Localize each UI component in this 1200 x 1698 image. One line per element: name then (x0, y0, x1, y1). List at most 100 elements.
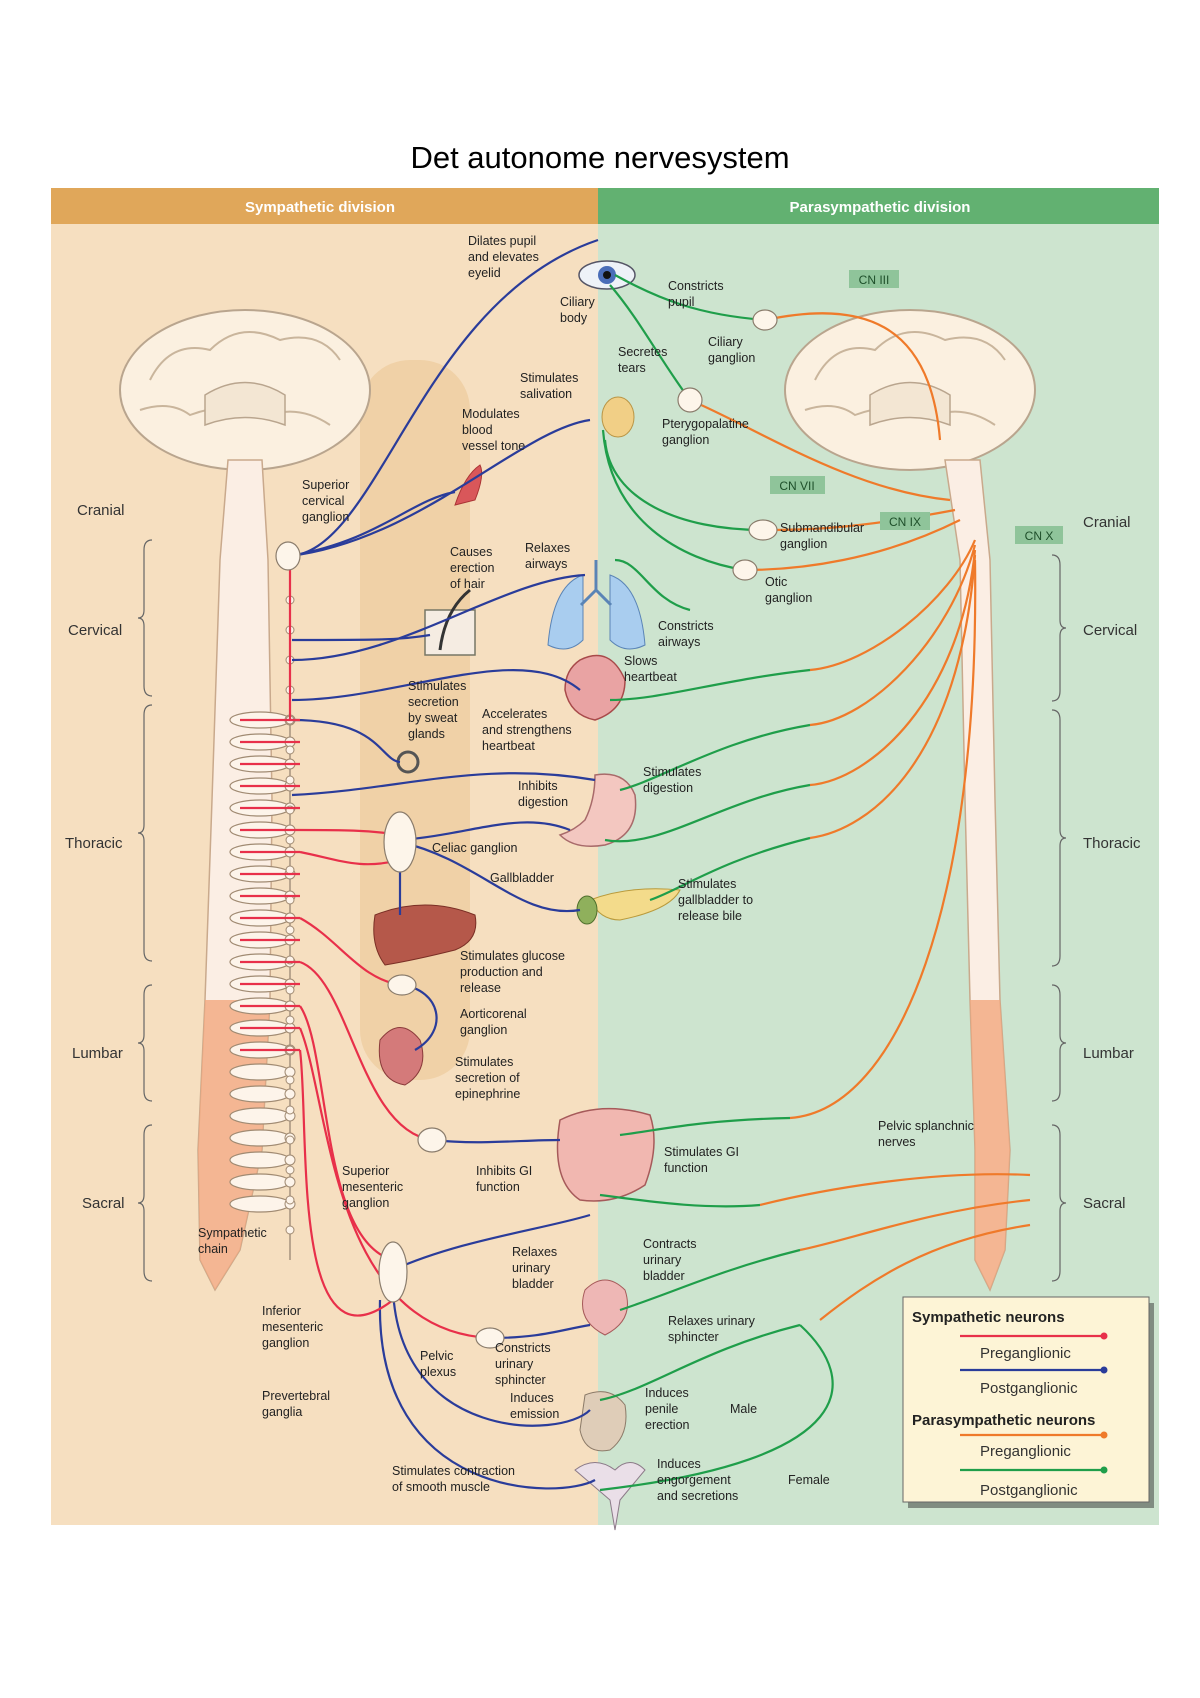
para-postganglionic-7 (619, 723, 811, 792)
region-left-lumbar: Lumbar (72, 1045, 123, 1062)
eye-icon (578, 260, 636, 290)
para-preganglionic-9 (789, 559, 977, 1120)
label-celiac-ganglion: Celiac ganglion (432, 841, 518, 855)
cn-ix-tag: CN IX (889, 515, 921, 529)
region-right-lumbar: Lumbar (1083, 1045, 1134, 1062)
sym-postganglionic-6 (291, 669, 581, 702)
sym-postganglionic-17 (378, 1299, 596, 1490)
pterygopalatine-ganglion (677, 387, 703, 413)
para-postganglionic-1 (614, 274, 766, 322)
superior-mesenteric-ganglion (417, 1127, 447, 1153)
region-left-cervical: Cervical (68, 622, 122, 639)
cn-iii-tag: CN III (859, 273, 890, 287)
left-brain (119, 309, 371, 471)
effector-shading (360, 360, 470, 1080)
para-preganglionic-7 (809, 549, 977, 787)
right-spinal-cord-sacral (970, 1000, 1010, 1290)
sym-postganglionic-1 (289, 238, 599, 558)
cn-vii-tag: CN VII (779, 479, 814, 493)
inferior-mesenteric-ganglion (378, 1241, 408, 1303)
parasympathetic-header: Parasympathetic division (790, 199, 971, 216)
male-reproductive-icon (579, 1391, 627, 1452)
sym-postganglionic-15 (489, 1323, 591, 1340)
para-preganglionic-5 (809, 539, 977, 672)
para-postganglionic-11 (599, 1193, 761, 1208)
sympathetic-header: Sympathetic division (245, 199, 395, 216)
sym-postganglionic-7 (291, 718, 401, 764)
female-reproductive-icon (574, 1462, 646, 1531)
stomach-icon (558, 773, 637, 847)
para-postganglionic-5 (614, 558, 691, 612)
cranial-nerve-tags: CN III CN VII CN IX CN X (770, 270, 1063, 544)
aorticorenal-ganglion (387, 974, 417, 996)
label-male: Male (730, 1402, 757, 1416)
submandibular-ganglion (748, 519, 778, 541)
region-left-thoracic: Thoracic (65, 835, 123, 852)
celiac-ganglion (383, 811, 417, 873)
para-preganglionic-12 (819, 1223, 1031, 1321)
sym-postganglionic-3 (289, 490, 456, 558)
para-postganglionic-13 (599, 1323, 801, 1402)
sym-postganglionic-4 (291, 633, 431, 642)
para-postganglionic-14 (599, 1324, 834, 1492)
sym-postganglionic-8 (291, 772, 596, 797)
para-postganglionic-3 (603, 439, 764, 532)
superior-cervical-ganglion (275, 541, 301, 571)
para-postganglionic-2 (609, 284, 691, 401)
label-female: Female (788, 1473, 830, 1487)
sym-preganglionic-22 (299, 1005, 394, 1262)
legend-sym-post-label: Postganglionic (980, 1380, 1078, 1397)
region-right-cervical: Cervical (1083, 622, 1137, 639)
organs (373, 260, 681, 1531)
legend: Sympathetic neurons Preganglionic Postga… (902, 1296, 1154, 1508)
legend-sym-pre-label: Preganglionic (980, 1345, 1071, 1362)
sym-postganglionic-10 (399, 840, 581, 913)
neuron-pathways (240, 238, 1031, 1492)
sym-postganglionic-9 (399, 821, 571, 842)
para-preganglionic-10 (759, 1173, 1031, 1207)
para-preganglionic-2 (689, 398, 951, 502)
ciliary-ganglion (752, 309, 778, 331)
para-preganglionic-4 (744, 519, 961, 572)
para-postganglionic-4 (601, 429, 746, 572)
right-brain (784, 309, 1036, 471)
legend-sympathetic-title: Sympathetic neurons (912, 1309, 1065, 1326)
ganglia (275, 309, 778, 1349)
sym-postganglionic-2 (289, 418, 591, 558)
legend-para-post-label: Postganglionic (980, 1482, 1078, 1499)
sym-postganglionic-14 (392, 1213, 591, 1272)
para-preganglionic-6 (809, 544, 977, 727)
page-title: Det autonome nervesystem (410, 140, 790, 175)
region-braces (137, 539, 1067, 1282)
bladder-icon (582, 1279, 628, 1336)
otic-ganglion (732, 559, 758, 581)
legend-para-pre-label: Preganglionic (980, 1443, 1071, 1460)
region-right-cranial: Cranial (1083, 514, 1131, 531)
blood-vessel-icon (454, 464, 483, 506)
region-left-cranial: Cranial (77, 502, 125, 519)
